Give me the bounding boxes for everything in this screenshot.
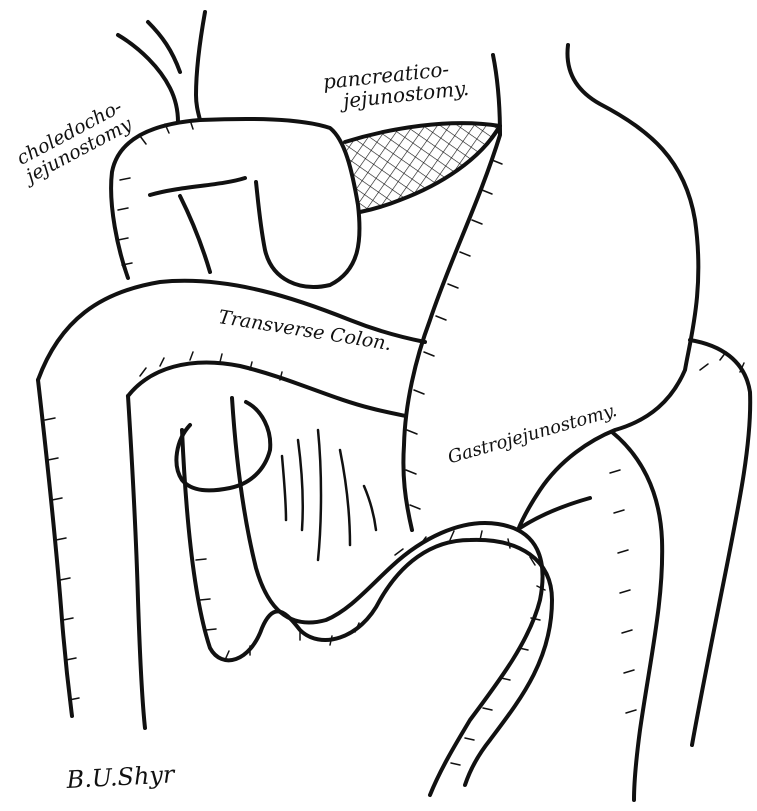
hatch-left-limb	[45, 418, 79, 700]
jejunal-loop-inner	[232, 398, 543, 795]
bile-duct-right	[196, 12, 205, 120]
colon-lower	[128, 363, 406, 416]
mesentery-stroke-4	[364, 486, 376, 530]
right-limb-inner	[690, 340, 750, 745]
jejunal-loop-outer	[182, 430, 552, 785]
artist-signature: B.U.Shyr	[66, 762, 175, 793]
upper-loop-inner	[150, 178, 245, 195]
mesentery-stroke-5	[282, 456, 286, 520]
right-limb-outer	[612, 432, 662, 800]
stomach-outline-right	[518, 45, 698, 530]
hatch-colon	[140, 352, 282, 380]
hatch-jejunal-loop	[395, 531, 545, 765]
hatch-right-limb	[610, 352, 744, 713]
mesentery-stroke-1	[298, 440, 303, 530]
upper-loop-inner-2	[180, 196, 210, 272]
mesenteric-window	[176, 402, 270, 490]
upper-jejunal-loop	[111, 119, 359, 287]
left-limb-inner	[128, 396, 145, 728]
mesentery-stroke-2	[318, 430, 321, 560]
left-limb-outer	[38, 380, 72, 716]
mesentery-stroke-3	[340, 450, 350, 545]
